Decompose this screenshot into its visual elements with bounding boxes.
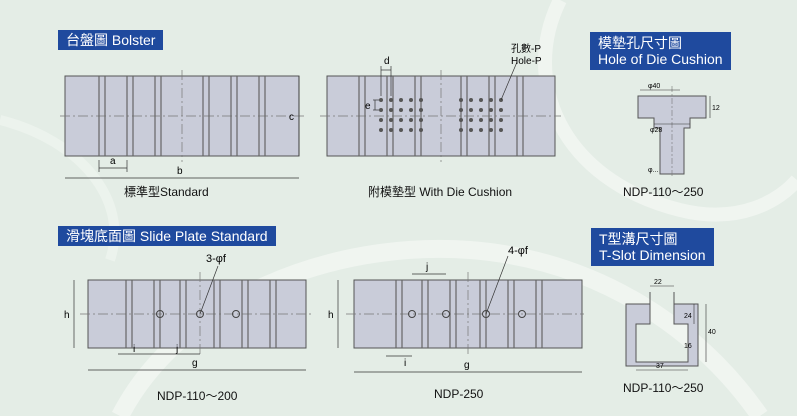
dim-b-label: b (177, 166, 183, 177)
die-cushion-hole-diagram: φ40 12 φ28 φ... (637, 83, 720, 176)
slide-right-dim-j: j (425, 262, 428, 273)
tslot-dim-h3: 16 (684, 343, 692, 350)
tslot-title-cn: T型溝尺寸圖 (599, 231, 678, 247)
slide-right-holes-label: 4-φf (508, 245, 529, 257)
cushion-dim-side: 12 (712, 105, 720, 112)
slide-left-caption: NDP-110～200 (157, 389, 238, 403)
bolster-cushion-caption: 附模墊型 With Die Cushion (368, 185, 513, 199)
slide-left-diagram: 3-φf h i j g (64, 253, 312, 371)
bolster-title: 台盤圖 Bolster (58, 30, 164, 50)
hole-label-cn: 孔數-P (511, 42, 541, 55)
dim-a-label: a (110, 156, 116, 167)
slide-right-dim-h: h (328, 310, 334, 321)
slide-right-dim-i: i (404, 358, 406, 369)
slide-right-caption: NDP-250 (434, 387, 484, 401)
slide-left-dim-j: j (175, 344, 178, 355)
die-cushion-title-cn: 模墊孔尺寸圖 (598, 35, 682, 51)
tslot-title-en: T-Slot Dimension (599, 247, 706, 263)
tslot-caption: NDP-110～250 (623, 381, 704, 395)
die-cushion-title: 模墊孔尺寸圖 Hole of Die Cushion (590, 32, 731, 70)
tslot-title: T型溝尺寸圖 T-Slot Dimension (591, 228, 714, 266)
cushion-holes-right (459, 98, 503, 132)
slide-title: 滑塊底面圖 Slide Plate Standard (58, 226, 276, 246)
tslot-dim-top: 22 (654, 279, 662, 286)
dim-e-label: e (365, 101, 371, 112)
tslot-dim-bot: 37 (656, 363, 664, 370)
slide-left-holes-label: 3-φf (206, 253, 227, 265)
slide-right-diagram: 4-φf j h i g (328, 245, 584, 373)
slide-left-dim-i: i (133, 344, 135, 355)
dim-c-label: c (289, 112, 294, 123)
cushion-dim-bot: φ... (648, 167, 658, 174)
tslot-dim-h2: 40 (708, 329, 716, 336)
cushion-dim-mid: φ28 (650, 127, 662, 134)
cushion-holes-left (379, 98, 423, 132)
die-cushion-title-en: Hole of Die Cushion (598, 51, 723, 67)
tslot-diagram: 22 24 40 16 37 (625, 279, 716, 371)
die-cushion-caption: NDP-110～250 (623, 185, 704, 199)
bolster-cushion-diagram: d e 孔數-P Hole-P (320, 42, 561, 162)
cushion-dim-top: φ40 (648, 83, 660, 90)
hole-label-en: Hole-P (511, 56, 542, 67)
bolster-standard-caption: 標準型Standard (124, 185, 209, 199)
dim-d-label: d (384, 56, 390, 67)
slide-left-dim-g: g (192, 358, 198, 369)
tslot-dim-h1: 24 (684, 313, 692, 320)
bolster-standard-diagram: a b c (60, 70, 305, 179)
slide-right-dim-g: g (464, 360, 470, 371)
slide-left-dim-h: h (64, 310, 70, 321)
